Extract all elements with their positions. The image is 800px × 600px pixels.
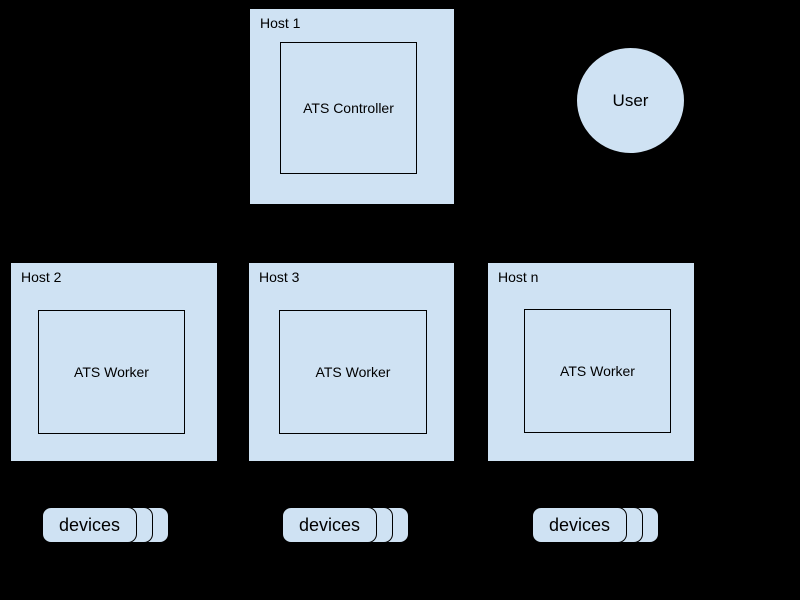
host-1-label: Host 1 (260, 15, 301, 31)
devices-label: devices (548, 514, 611, 535)
ats-worker-box-3: ATS Worker (524, 309, 671, 433)
ats-worker-box-1: ATS Worker (38, 310, 185, 434)
devices-stack-3: devices (532, 507, 661, 543)
ats-worker-label: ATS Worker (560, 363, 635, 379)
devices-stack-1: devices (42, 507, 171, 543)
host-n-label: Host n (498, 269, 539, 285)
host-3-label: Host 3 (259, 269, 300, 285)
host-1-box: Host 1 ATS Controller (249, 8, 455, 205)
devices-shape: devices (532, 507, 627, 543)
host-2-box: Host 2 ATS Worker (10, 262, 218, 462)
ats-worker-label: ATS Worker (315, 364, 391, 380)
devices-label: devices (58, 514, 121, 535)
devices-stack-2: devices (282, 507, 411, 543)
host-n-box: Host n ATS Worker (487, 262, 695, 462)
devices-label: devices (298, 514, 361, 535)
devices-shape: devices (282, 507, 377, 543)
user-label: User (612, 90, 649, 110)
host-2-label: Host 2 (21, 269, 62, 285)
user-circle: User (576, 47, 685, 154)
ats-controller-box: ATS Controller (280, 42, 417, 174)
ats-worker-label: ATS Worker (74, 364, 149, 380)
ats-controller-label: ATS Controller (303, 100, 394, 116)
devices-shape: devices (42, 507, 137, 543)
ats-worker-box-2: ATS Worker (279, 310, 427, 434)
host-3-box: Host 3 ATS Worker (248, 262, 455, 462)
